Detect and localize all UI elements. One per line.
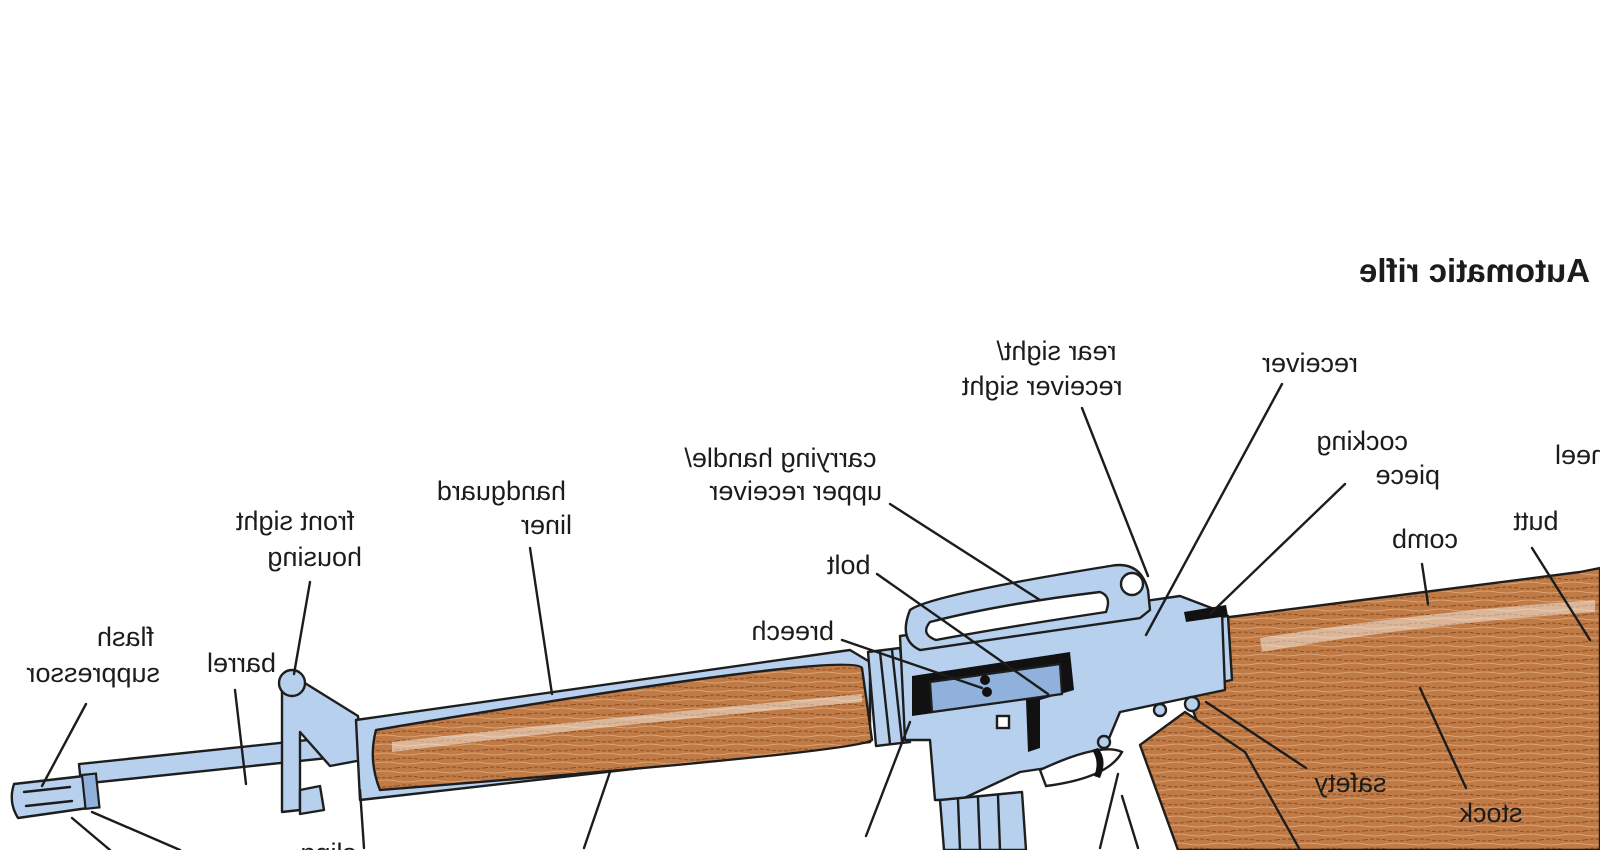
leader-breech [840,638,984,690]
magazine-shape [938,790,1028,850]
label-carrying-handle-2: upper receiver [709,476,882,506]
label-rear-sight-2: receiver sight [961,371,1122,401]
leader-front-sight [292,580,312,676]
flash-suppressor-shape [10,772,101,820]
leader-barrel [233,688,248,786]
label-front-sight-2: housing [267,542,362,572]
label-receiver: receiver [1262,348,1358,378]
leader-safety [1204,700,1308,770]
label-handguard-1: handguard [437,476,566,506]
label-stock: stock [1459,798,1523,828]
leader-stock [1418,686,1468,790]
leader-rear-sight [1080,406,1150,578]
leader-cocking-piece [1208,482,1347,616]
label-cocking-piece-2: piece [1375,460,1440,490]
leader-lines [40,382,1592,850]
label-handguard-2: liner [521,510,572,540]
label-carrying-handle-1: carrying handle/ [684,443,877,473]
label-butt: butt [1513,506,1559,536]
label-flash-suppressor-2: suppressor [26,658,160,688]
leader-sling [358,788,366,850]
leader-flash-suppressor [40,702,88,788]
label-heel: heel [1555,440,1600,470]
part-labels: rear sight/ receiver sight receiver carr… [26,336,1600,850]
leader-comb [1420,562,1430,606]
handguard-shape [354,648,874,802]
leader-receiver [1144,382,1284,637]
pistol-grip-shape [1138,710,1302,850]
label-breech: breech [751,616,834,646]
leader-bolt [875,572,1050,696]
label-sling: sling [300,838,356,850]
leader-carrying-handle [888,502,1042,602]
rifle-illustration [10,563,1600,850]
label-comb: comb [1392,524,1458,554]
label-flash-suppressor-1: flash [97,622,154,652]
diagram-title: Automatic rifle [1359,252,1590,289]
front-sight-shape [277,668,364,816]
label-safety: safety [1314,768,1387,798]
label-cocking-piece-1: cocking [1316,426,1408,456]
label-rear-sight-1: rear sight/ [996,336,1117,366]
leader-handguard [528,546,554,696]
label-barrel: barrel [207,648,276,678]
label-bolt: bolt [826,550,870,580]
label-front-sight-1: front sight [235,506,354,536]
leader-butt [1530,546,1592,642]
